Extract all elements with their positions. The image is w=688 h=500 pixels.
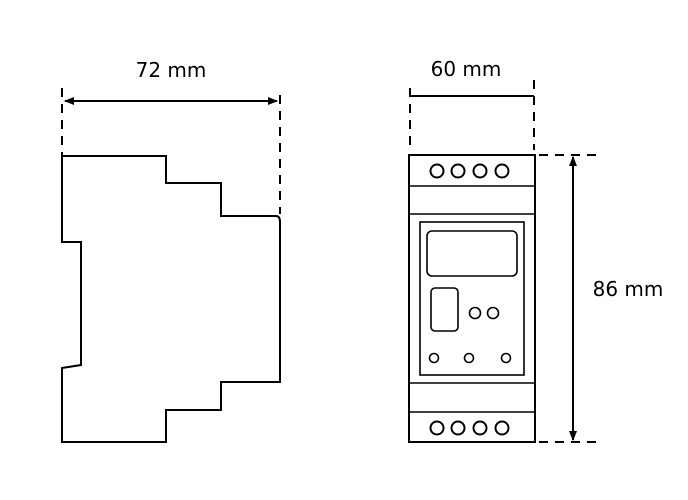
- front-view: 60 mm 86 mm: [408, 57, 664, 443]
- depth-label: 72 mm: [136, 58, 207, 82]
- display-window: [426, 230, 518, 277]
- front-panel: [419, 221, 525, 376]
- side-profile-outline: [61, 155, 281, 443]
- button-icon: [428, 352, 440, 364]
- front-housing: [408, 154, 536, 443]
- button-icon: [463, 352, 475, 364]
- top-terminals: [429, 163, 510, 179]
- terminal-screw: [494, 163, 510, 179]
- button-icon: [500, 352, 512, 364]
- terminal-screw: [472, 163, 488, 179]
- terminal-screw: [429, 163, 445, 179]
- led-icon: [486, 306, 500, 320]
- terminal-screw: [450, 163, 466, 179]
- indicator-window: [430, 287, 459, 332]
- led-icon: [468, 306, 482, 320]
- bottom-terminals: [429, 420, 510, 436]
- terminal-screw: [429, 420, 445, 436]
- terminal-screw: [472, 420, 488, 436]
- side-view: 72 mm: [61, 58, 281, 443]
- height-label: 86 mm: [593, 277, 664, 301]
- terminal-screw: [494, 420, 510, 436]
- width-label: 60 mm: [431, 57, 502, 81]
- terminal-screw: [450, 420, 466, 436]
